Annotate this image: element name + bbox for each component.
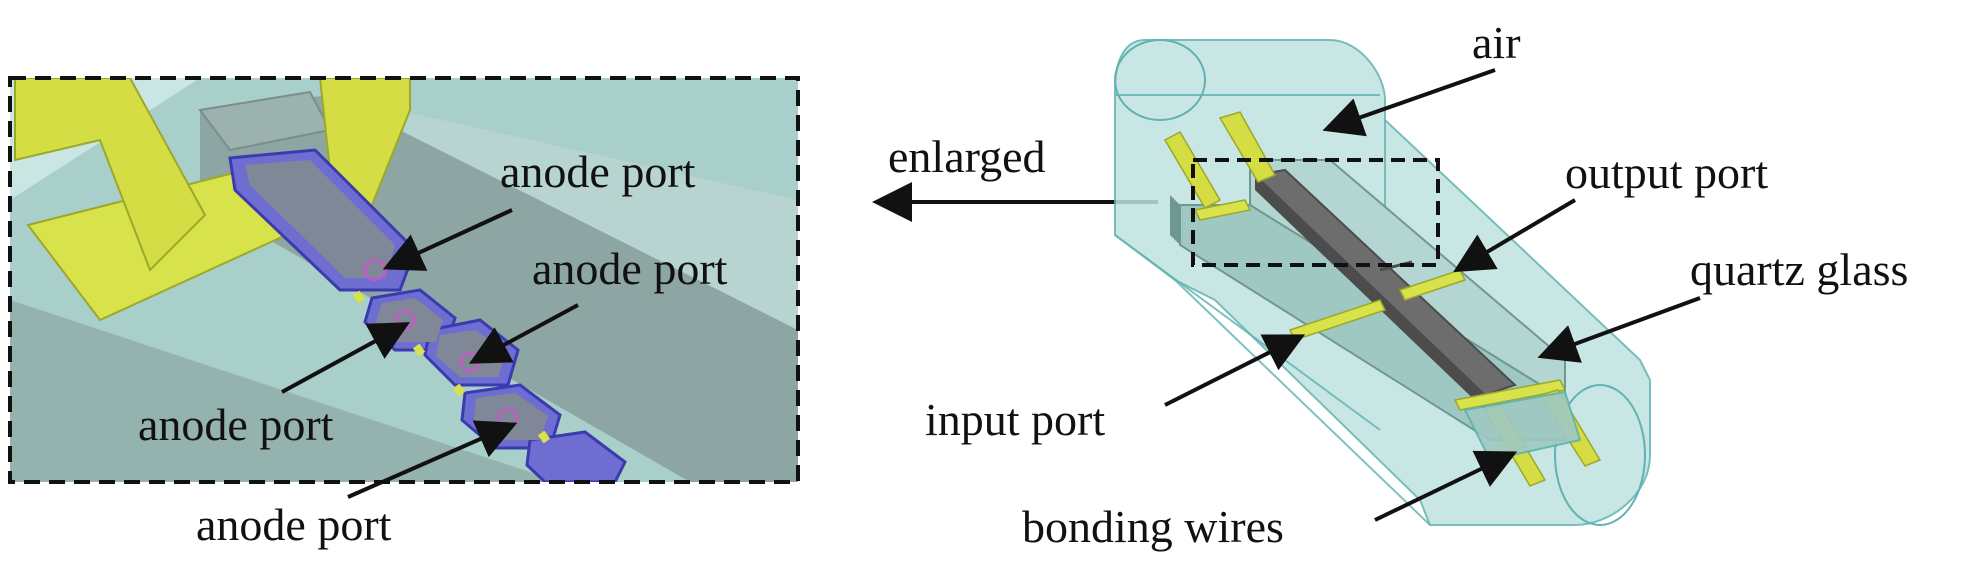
input-port-arrow [1164,334,1306,407]
anode-connector-4 [537,430,551,444]
enlarged-view [10,78,798,482]
quartz-glass-label: quartz glass [1690,244,1908,295]
zoom-region-frame [1191,158,1440,267]
enlarged-frame [8,76,800,484]
anode-port-arrow-2 [468,303,579,364]
quartz-glass-arrow [1537,296,1701,363]
model-3d [1114,39,1651,526]
quartz-substrate-side [1170,195,1180,245]
diode-bar-side [1255,175,1485,410]
air-box-edges [1114,94,1431,526]
air-box-right-end [1554,384,1646,526]
input-port-label: input port [925,394,1105,445]
anode-port-arrow-1 [382,208,513,271]
anode-port-label-1: anode port [500,146,696,197]
bonding-wires-label: bonding wires [1022,501,1284,552]
air-label: air [1472,17,1521,68]
output-port-arrow [1453,198,1577,273]
output-port-label: output port [1565,147,1768,198]
anode-port-label-4: anode port [196,499,392,550]
enlarged-label: enlarged [888,131,1046,182]
air-box-left-end [1114,39,1206,121]
anode-port-arrow-4 [347,420,518,499]
anode-port-arrow-3 [281,322,411,394]
right-end-block [1463,390,1582,462]
diode-bar [1252,168,1517,397]
anode-port-label-3: anode port [138,399,334,450]
enlarged-channel-wall [330,95,798,330]
right-pad-strip [1453,379,1567,411]
anode-connector-3 [452,383,466,397]
output-port-strip [1398,269,1467,301]
anode-pad-5 [525,430,627,482]
anode-pad-1-inner [245,160,395,278]
air-arrow [1322,68,1496,137]
enlarged-bonding-wire-left [14,78,207,272]
anode-connector-1 [352,290,366,304]
anode-connector-2 [412,343,426,357]
bonding-wires-arrow [1374,450,1518,522]
left-pad-strip [1193,199,1252,221]
anode-port-label-2: anode port [532,243,728,294]
